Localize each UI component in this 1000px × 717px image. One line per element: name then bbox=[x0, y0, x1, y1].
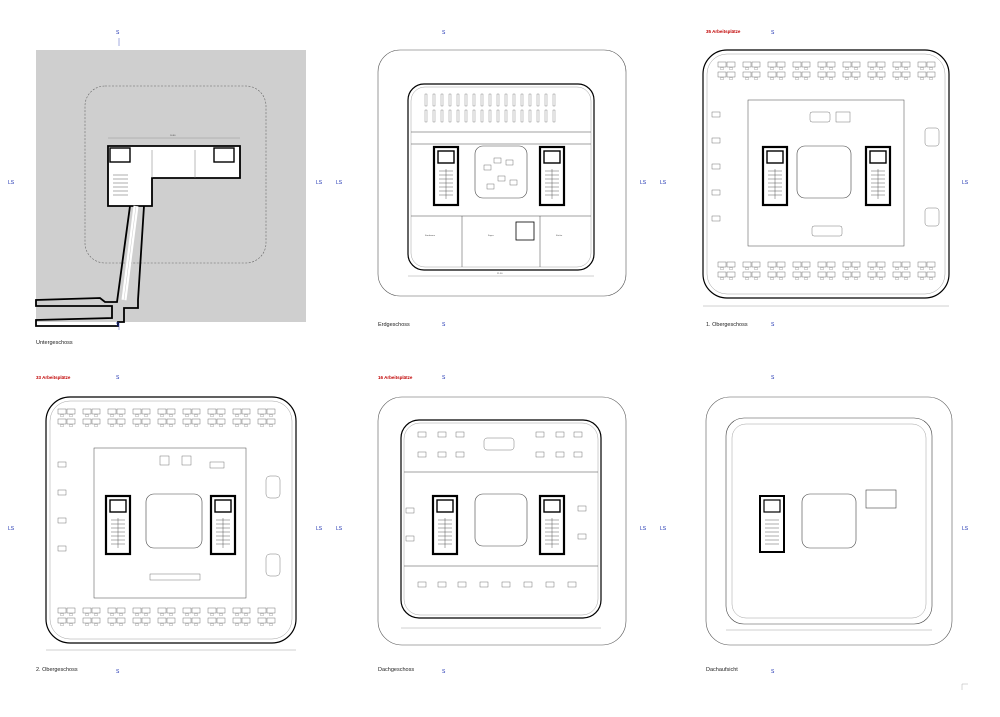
floor-label-erdgeschoss: Erdgeschoss bbox=[378, 322, 410, 328]
desk-band-bottom-og1 bbox=[718, 262, 935, 280]
floor-label-untergeschoss: Untergeschoss bbox=[36, 340, 73, 346]
section-marker-left-og2: LS bbox=[8, 526, 15, 532]
desk-band-top-og1 bbox=[718, 62, 935, 80]
capacity-label-dg: 16 Arbeitsplätze bbox=[378, 375, 413, 380]
section-marker-bottom-og1: S bbox=[771, 322, 775, 328]
svg-text:16.80: 16.80 bbox=[170, 135, 176, 137]
section-marker-top-eg: S bbox=[442, 30, 446, 36]
floor-label-dachaufsicht: Dachaufsicht bbox=[706, 667, 738, 673]
plan-obergeschoss-2: 33 Arbeitsplätze 2. Obergeschoss S S LS … bbox=[8, 375, 323, 675]
capacity-label-og1: 35 Arbeitsplätze bbox=[706, 29, 741, 34]
desk-band-bottom-og2 bbox=[58, 608, 275, 626]
section-marker-right-ug: LS bbox=[316, 180, 323, 186]
desk-band-top-og2 bbox=[58, 409, 275, 427]
plan-dachaufsicht: Dachaufsicht S S LS LS bbox=[660, 375, 969, 675]
section-marker-left-og1: LS bbox=[660, 180, 667, 186]
section-marker-left-dg: LS bbox=[336, 526, 343, 532]
floor-label-obergeschoss-2: 2. Obergeschoss bbox=[36, 667, 78, 673]
plan-erdgeschoss: Konferenz Küche Foyer 21.30 Erdgeschoss … bbox=[336, 30, 647, 328]
section-marker-right-og1: LS bbox=[962, 180, 969, 186]
plan-untergeschoss: 16.80 Untergeschoss S S LS LS bbox=[8, 30, 323, 346]
section-marker-left-eg: LS bbox=[336, 180, 343, 186]
svg-text:21.30: 21.30 bbox=[497, 273, 503, 275]
capacity-label-og2: 33 Arbeitsplätze bbox=[36, 375, 71, 380]
section-marker-bottom-eg: S bbox=[442, 322, 446, 328]
plan-dachgeschoss: 16 Arbeitsplätze Dachgeschoss S S LS LS bbox=[336, 375, 647, 675]
plan-obergeschoss-1: 35 Arbeitsplätze 1. Obergeschoss S S LS bbox=[660, 29, 969, 328]
corner-mark bbox=[961, 683, 968, 690]
site-ground-fill bbox=[36, 50, 306, 322]
section-marker-bottom-da: S bbox=[771, 669, 775, 675]
section-marker-top-da: S bbox=[771, 375, 775, 381]
floor-label-obergeschoss-1: 1. Obergeschoss bbox=[706, 322, 748, 328]
section-marker-right-eg: LS bbox=[640, 180, 647, 186]
svg-text:Küche: Küche bbox=[556, 235, 563, 237]
auditorium-seating bbox=[424, 93, 556, 123]
workstations-dg bbox=[405, 431, 587, 588]
svg-text:Foyer: Foyer bbox=[488, 234, 494, 237]
svg-text:Konferenz: Konferenz bbox=[425, 234, 435, 237]
section-marker-top-og2: S bbox=[116, 375, 120, 381]
section-marker-right-dg: LS bbox=[640, 526, 647, 532]
section-marker-bottom-ug: S bbox=[116, 322, 120, 328]
floor-label-dachgeschoss: Dachgeschoss bbox=[378, 667, 414, 673]
section-marker-left-da: LS bbox=[660, 526, 667, 532]
section-marker-top-dg: S bbox=[442, 375, 446, 381]
section-marker-left-ug: LS bbox=[8, 180, 15, 186]
section-marker-right-og2: LS bbox=[316, 526, 323, 532]
section-marker-top-ug: S bbox=[116, 30, 120, 36]
section-marker-top-og1: S bbox=[771, 30, 775, 36]
section-marker-bottom-og2: S bbox=[116, 669, 120, 675]
section-marker-bottom-dg: S bbox=[442, 669, 446, 675]
section-marker-right-da: LS bbox=[962, 526, 969, 532]
